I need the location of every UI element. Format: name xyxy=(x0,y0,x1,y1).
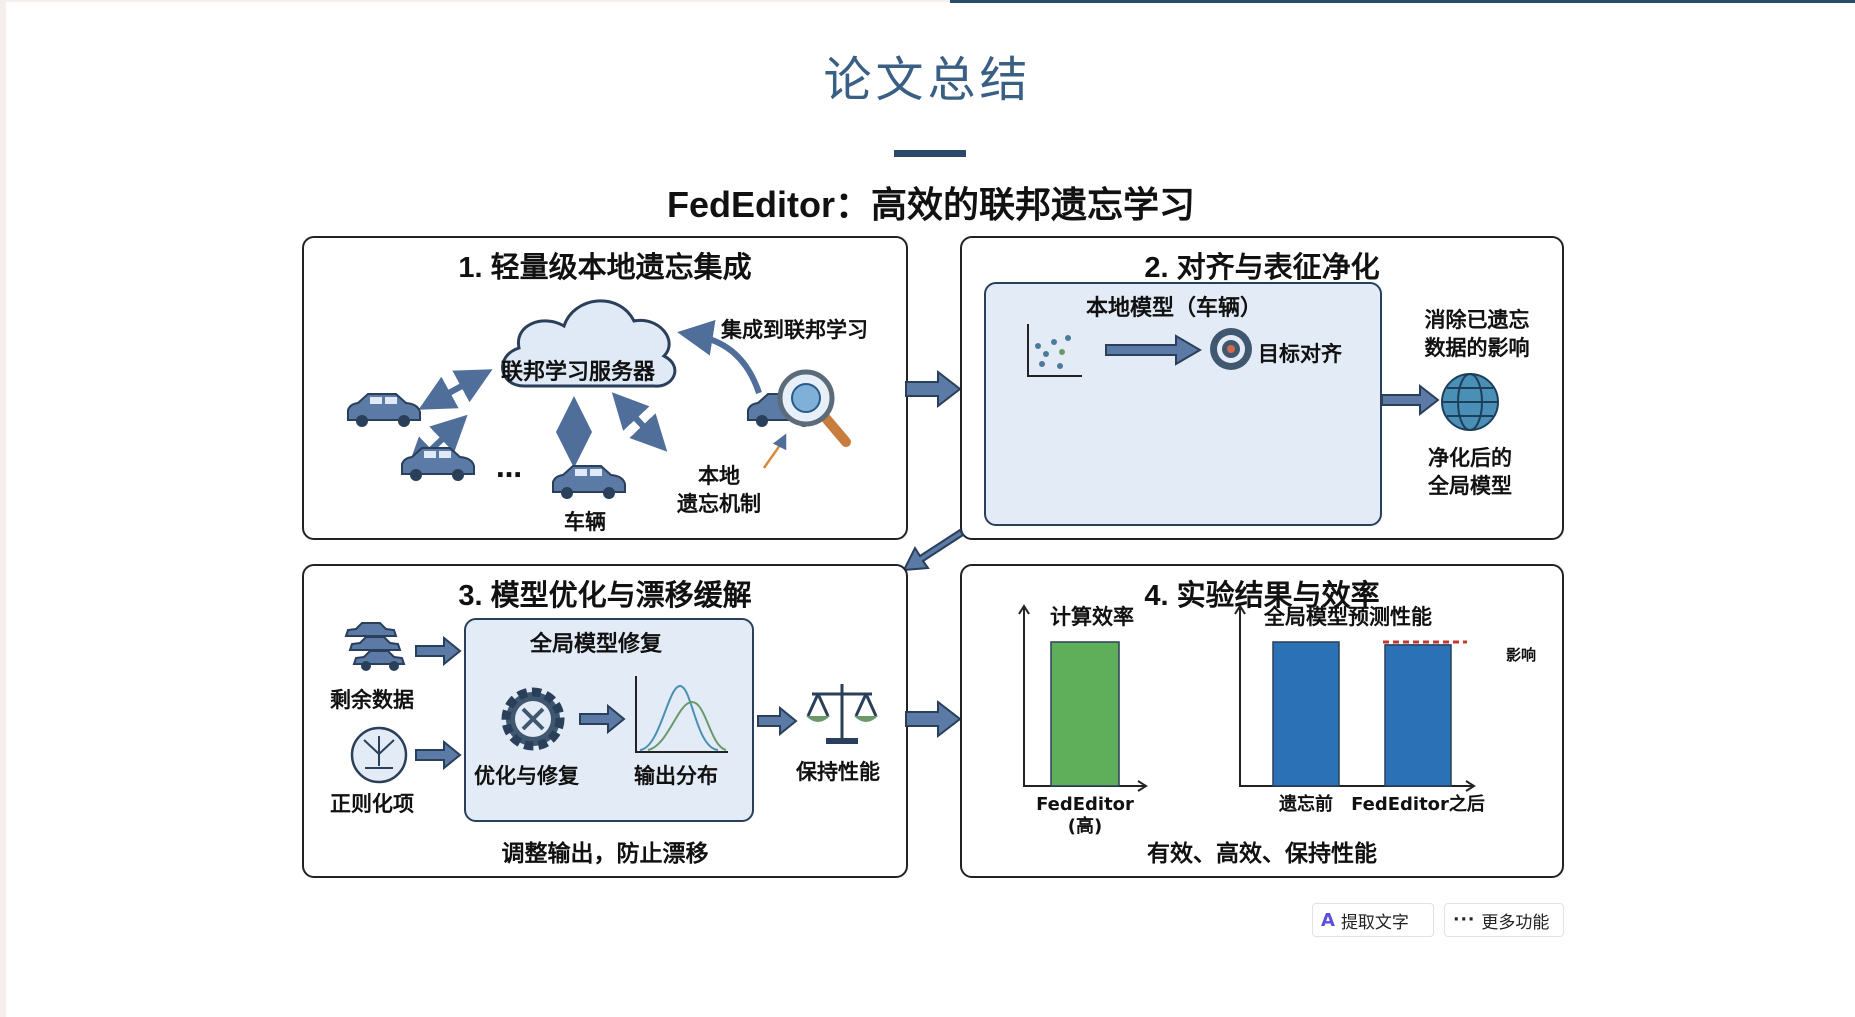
global-repair-label: 全局模型修复 xyxy=(530,632,663,657)
mechanism-label-line2: 遗忘机制 xyxy=(677,492,761,516)
top-accent-bar xyxy=(950,0,1855,3)
cars-stack-icon xyxy=(344,622,406,671)
target-icon xyxy=(1210,328,1252,370)
panel-local-unlearning: 1. 轻量级本地遗忘集成 联邦学习服务器 集成到联邦学习 xyxy=(302,236,908,540)
mechanism-label-line1: 本地 xyxy=(698,464,740,488)
summary-figure: FedEditor：高效的联邦遗忘学习 1. 轻量级本地遗忘集成 联邦学习服务器… xyxy=(290,176,1572,890)
purified-model-line2: 全局模型 xyxy=(1428,474,1512,498)
chart-title: 全局模型预测性能 xyxy=(1263,605,1432,629)
remove-effect-line1: 消除已遗忘 xyxy=(1424,308,1530,332)
panel-alignment-purification: 2. 对齐与表征净化 本地模型（车辆） 目标对齐 消除已遗忘 数据的影响 xyxy=(960,236,1564,540)
y-axis-arrow xyxy=(1234,604,1246,615)
global-repair-box: 全局模型修复 优化与修复 输出分布 xyxy=(464,618,754,822)
arrow-right-icon xyxy=(757,705,798,737)
figure-title: FedEditor：高效的联邦遗忘学习 xyxy=(667,184,1195,225)
ellipsis-text: … xyxy=(496,454,522,484)
arrow-right-icon xyxy=(1381,383,1440,417)
title-underline xyxy=(894,150,966,157)
x-tick-label: 遗忘前 xyxy=(1278,793,1333,815)
server-label: 联邦学习服务器 xyxy=(501,360,656,385)
purified-model-line1: 净化后的 xyxy=(1428,446,1512,470)
regularization-icon xyxy=(350,726,408,784)
panel-experiment-results: 4. 实验结果与效率 计算效率 FedEditor(高) 全局模型预测性能遗忘前 Fe… xyxy=(960,564,1564,878)
bar xyxy=(1050,641,1120,787)
bar xyxy=(1384,644,1452,787)
scatter-plot-icon xyxy=(1027,324,1082,377)
globe-icon xyxy=(1441,373,1499,431)
x-axis-arrow xyxy=(1137,780,1148,792)
car-icon xyxy=(401,447,475,481)
text-scan-icon: A xyxy=(1321,909,1335,931)
target-align-label: 目标对齐 xyxy=(1258,342,1342,366)
balance-scale-icon xyxy=(806,684,878,744)
local-model-label: 本地模型（车辆） xyxy=(1086,296,1263,321)
magnifier-brain-icon xyxy=(777,369,851,447)
more-functions-label: 更多功能 xyxy=(1481,912,1550,933)
page-title: 论文总结 xyxy=(823,52,1032,108)
optimize-repair-label: 优化与修复 xyxy=(474,764,579,788)
panel2-title: 2. 对齐与表征净化 xyxy=(1144,252,1380,284)
arrow-right-icon xyxy=(415,635,462,667)
local-model-box: 本地模型（车辆） 目标对齐 xyxy=(984,282,1382,526)
x-tick-label: FedEditor xyxy=(1036,794,1134,815)
arrow-right-icon xyxy=(415,739,462,771)
car-icon xyxy=(347,393,421,427)
keep-performance-label: 保持性能 xyxy=(796,760,880,784)
y-axis-arrow xyxy=(1018,604,1030,615)
panel-model-optimization: 3. 模型优化与漂移缓解 剩余数据 正则化项 全局模型修复 xyxy=(302,564,908,878)
panel4-title: 4. 实验结果与效率 xyxy=(1144,580,1380,612)
remaining-data-label: 剩余数据 xyxy=(330,688,414,712)
panel4-footer: 有效、高效、保持性能 xyxy=(1147,841,1377,867)
more-functions-button[interactable]: ··· 更多功能 xyxy=(1444,903,1564,937)
extract-text-button[interactable]: A 提取文字 xyxy=(1312,903,1434,937)
remove-effect-line2: 数据的影响 xyxy=(1424,336,1530,360)
x-tick-label: (高) xyxy=(1068,815,1102,837)
output-dist-label: 输出分布 xyxy=(634,764,718,788)
annotation-label: 影响 xyxy=(1506,646,1536,664)
vehicle-label: 车辆 xyxy=(564,510,606,534)
extract-text-label: 提取文字 xyxy=(1340,912,1409,933)
arrow-down-left-icon xyxy=(902,528,965,572)
chart-title: 计算效率 xyxy=(1050,605,1134,629)
gear-tools-icon xyxy=(501,687,565,751)
x-tick-label: FedEditor之后 xyxy=(1351,793,1485,815)
arrow-right-icon xyxy=(905,699,962,739)
more-dots-icon: ··· xyxy=(1453,910,1476,930)
integrate-label: 集成到联邦学习 xyxy=(721,318,868,342)
panel3-title: 3. 模型优化与漂移缓解 xyxy=(458,580,752,612)
car-icon xyxy=(552,465,626,499)
cloud-icon xyxy=(501,299,677,388)
regularization-label: 正则化项 xyxy=(330,792,414,816)
panel3-footer: 调整输出，防止漂移 xyxy=(501,841,709,867)
arrow-right-icon xyxy=(579,703,626,735)
x-axis-arrow xyxy=(1465,780,1476,792)
distribution-chart-icon xyxy=(635,676,728,753)
arrow-right-icon xyxy=(905,369,962,409)
arrow-right-icon xyxy=(1105,334,1202,366)
panel1-title: 1. 轻量级本地遗忘集成 xyxy=(458,252,752,284)
bar xyxy=(1272,641,1340,787)
